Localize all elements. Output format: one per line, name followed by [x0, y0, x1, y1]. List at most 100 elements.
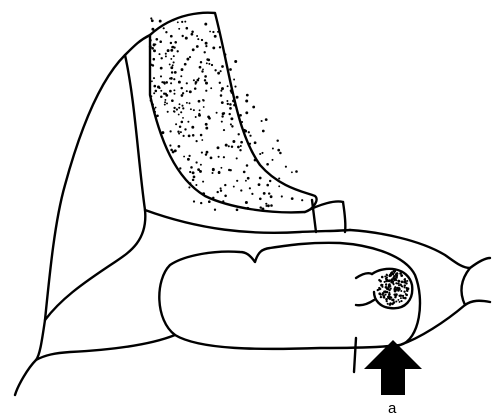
- stipple-dot: [400, 290, 402, 292]
- stipple-dot: [227, 103, 229, 105]
- stipple-dot: [151, 19, 154, 22]
- stipple-dot: [223, 156, 225, 158]
- stipple-dot: [217, 72, 220, 75]
- stipple-dot: [199, 170, 202, 173]
- stipple-dot: [177, 21, 179, 23]
- stipple-dot: [266, 163, 269, 166]
- stipple-dot: [221, 65, 224, 68]
- stipple-dot: [229, 107, 232, 110]
- stipple-dot: [262, 130, 265, 133]
- stipple-dot: [220, 90, 222, 92]
- stipple-dot: [217, 146, 220, 149]
- stipple-dot: [150, 95, 152, 97]
- stipple-dot: [201, 70, 203, 72]
- stipple-dot: [195, 83, 197, 85]
- stipple-dot: [301, 199, 303, 201]
- stipple-dot: [240, 189, 242, 191]
- stipple-dot: [233, 186, 235, 188]
- stipple-dot: [231, 146, 233, 148]
- stipple-dot: [170, 77, 173, 80]
- stipple-dot: [228, 169, 230, 171]
- stipple-dot: [230, 123, 232, 125]
- stipple-dot: [400, 300, 402, 302]
- stipple-dot: [261, 208, 264, 211]
- stipple-dot: [202, 192, 205, 195]
- stipple-dot: [186, 82, 188, 84]
- stipple-dot: [179, 167, 181, 169]
- stipple-dot: [154, 43, 156, 45]
- stipple-dot: [173, 111, 175, 113]
- stipple-dot: [229, 113, 231, 115]
- stipple-dot: [164, 104, 166, 106]
- stipple-dot: [406, 280, 408, 282]
- stipple-dot: [217, 31, 219, 33]
- stipple-dot: [165, 55, 167, 57]
- stipple-dot: [240, 145, 242, 147]
- stipple-dot: [192, 171, 195, 174]
- stipple-dot: [164, 99, 166, 101]
- stipple-dot: [177, 50, 179, 52]
- stipple-dot: [172, 64, 174, 66]
- stipple-dot: [403, 278, 405, 280]
- stipple-dot: [254, 141, 257, 144]
- stipple-dot: [229, 68, 232, 71]
- stipple-dot: [236, 208, 239, 211]
- stipple-dot: [153, 49, 156, 52]
- stipple-dot: [385, 284, 387, 286]
- stipple-dot: [189, 182, 191, 184]
- stipple-dot: [401, 286, 403, 288]
- lower-elongated-body: [36, 230, 490, 360]
- stipple-dot: [177, 130, 179, 132]
- stipple-dot: [170, 35, 173, 38]
- stipple-dot: [166, 102, 168, 104]
- stipple-dot: [159, 20, 162, 23]
- stipple-dot: [382, 284, 384, 286]
- stipple-dot: [237, 146, 240, 149]
- stipple-dot: [171, 99, 174, 102]
- stipple-dot: [209, 31, 211, 33]
- stipple-dot: [160, 67, 163, 70]
- stipple-dot: [208, 117, 211, 120]
- stipple-dot: [184, 21, 186, 23]
- stipple-dot: [153, 85, 156, 88]
- stipple-dot: [170, 66, 173, 69]
- stipple-dot: [199, 66, 202, 69]
- stipple-dot: [212, 168, 215, 171]
- stipple-dot: [236, 157, 238, 159]
- stipple-dot: [403, 281, 406, 284]
- stipple-dot: [246, 207, 249, 210]
- stipple-dot: [172, 150, 175, 153]
- stipple-dot: [156, 114, 159, 117]
- stipple-dot: [379, 294, 381, 296]
- stipple-dot: [202, 99, 204, 101]
- stipple-dot: [155, 90, 158, 93]
- stipple-dot: [182, 117, 184, 119]
- stipple-dot: [398, 288, 400, 290]
- stipple-dot: [173, 107, 175, 109]
- stipple-dot: [167, 49, 170, 52]
- stipple-dot: [377, 289, 379, 291]
- stipple-dot: [205, 90, 207, 92]
- stipple-dot: [387, 296, 390, 299]
- stipple-dot: [163, 27, 165, 29]
- stipple-dot: [173, 78, 175, 80]
- stippled-region-spot: [377, 270, 410, 306]
- stipple-dot: [276, 139, 278, 141]
- stipple-dot: [149, 39, 152, 42]
- stipple-dot: [196, 35, 198, 37]
- stipple-dot: [204, 51, 206, 53]
- stipple-dot: [221, 87, 224, 90]
- stipple-dot: [195, 116, 197, 118]
- stipple-dot: [188, 135, 191, 138]
- stipple-dot: [270, 204, 273, 207]
- stipple-dot: [186, 27, 189, 30]
- stipple-dot: [238, 133, 240, 135]
- stipple-dot: [232, 99, 235, 102]
- stipple-dot: [386, 288, 388, 290]
- stipple-dot: [269, 180, 271, 182]
- stipple-dot: [196, 140, 198, 142]
- stipple-dot: [204, 23, 207, 26]
- stipple-dot: [150, 64, 152, 66]
- stipple-dot: [182, 107, 184, 109]
- stipple-dot: [394, 270, 396, 272]
